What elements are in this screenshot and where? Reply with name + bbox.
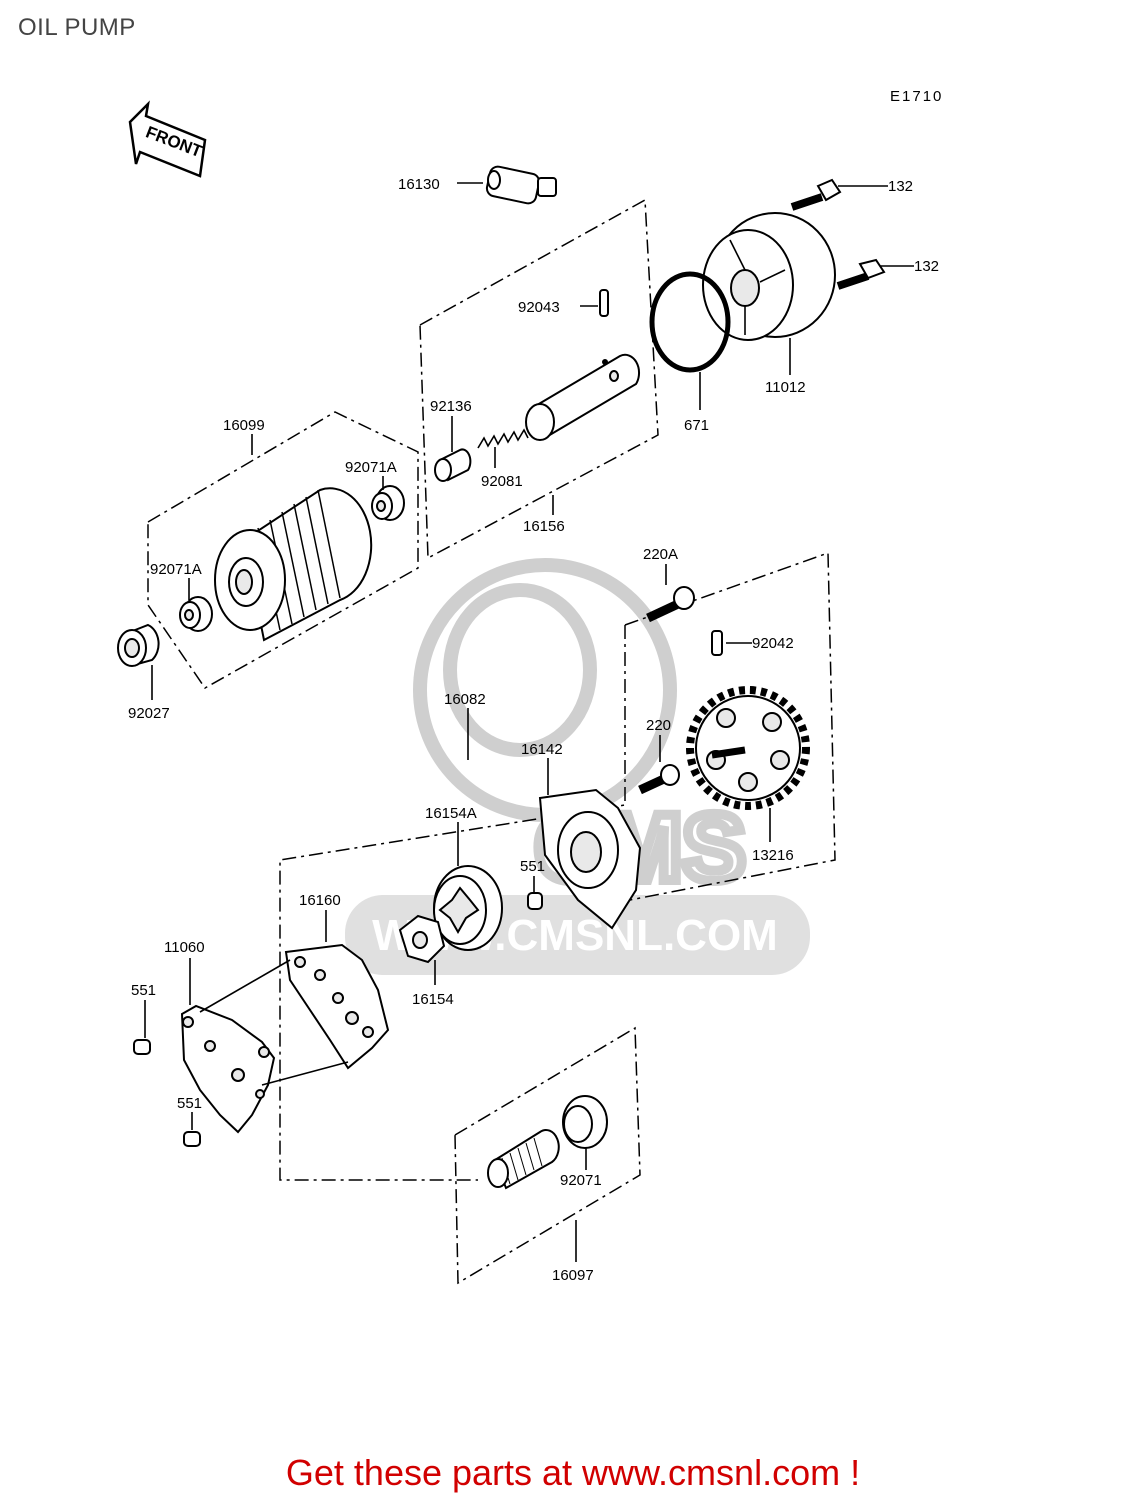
part-11012-pump-cover <box>702 212 836 341</box>
part-16154-inner-rotor <box>398 914 446 964</box>
part-92071A-grommet-top <box>371 485 405 521</box>
part-16160-plate <box>284 943 390 1070</box>
label-671: 671 <box>684 417 709 434</box>
part-92071-seal <box>562 1095 608 1149</box>
group-box-16156 <box>419 198 659 560</box>
part-220-bolt <box>638 764 680 795</box>
label-92071: 92071 <box>560 1172 602 1189</box>
label-92043: 92043 <box>518 299 560 316</box>
label-16097: 16097 <box>552 1267 594 1284</box>
part-671-o-ring <box>649 271 731 373</box>
part-16154A-outer-rotor <box>433 865 503 951</box>
part-92042-pin <box>711 630 723 656</box>
group-box-16082 <box>279 625 626 1181</box>
group-box-16097 <box>454 1026 641 1285</box>
part-16099-oil-filter <box>214 487 373 642</box>
label-16130: 16130 <box>398 176 440 193</box>
part-16130-fitting <box>485 165 557 205</box>
part-13216-gear <box>686 686 810 810</box>
part-551-dowel-left-bottom <box>183 1131 201 1147</box>
label-551-center: 551 <box>520 858 545 875</box>
label-16156: 16156 <box>523 518 565 535</box>
label-11060: 11060 <box>164 939 205 956</box>
part-92136-plug <box>434 448 472 482</box>
part-220A-bolt <box>646 586 695 623</box>
label-92081: 92081 <box>481 473 523 490</box>
part-92043-pin <box>599 289 609 317</box>
label-220A: 220A <box>643 546 678 563</box>
part-16156-relief-valve <box>525 353 641 441</box>
label-11012: 11012 <box>765 379 806 396</box>
label-92027: 92027 <box>128 705 170 722</box>
part-551-dowel-center <box>527 892 543 910</box>
label-92071A-left: 92071A <box>150 561 202 578</box>
label-16082: 16082 <box>444 691 486 708</box>
label-92042: 92042 <box>752 635 794 652</box>
page-title: OIL PUMP <box>18 14 136 41</box>
label-13216: 13216 <box>752 847 794 864</box>
label-92071A-top: 92071A <box>345 459 397 476</box>
part-551-dowel-left-top <box>133 1039 151 1055</box>
part-16142-pump-body <box>538 788 642 930</box>
part-92081-spring <box>477 428 529 449</box>
label-92136: 92136 <box>430 398 472 415</box>
diagram-code: E1710 <box>890 88 943 105</box>
label-16160: 16160 <box>299 892 341 909</box>
label-551-left-top: 551 <box>131 982 156 999</box>
label-132-upper: 132 <box>888 178 913 195</box>
part-132-bolt-upper <box>790 178 842 211</box>
label-551-left-bottom: 551 <box>177 1095 202 1112</box>
group-box-16099 <box>147 411 419 689</box>
label-16154A: 16154A <box>425 805 477 822</box>
part-16097-oil-strainer <box>487 1129 560 1190</box>
label-220: 220 <box>646 717 671 734</box>
group-box-16082-right <box>624 551 836 901</box>
footer-cta-link[interactable]: Get these parts at www.cmsnl.com ! <box>285 1452 861 1493</box>
label-16154: 16154 <box>412 991 454 1008</box>
part-92027-collar <box>117 623 160 667</box>
part-132-bolt-lower <box>836 258 886 290</box>
front-arrow-icon: FRONT <box>128 100 207 178</box>
label-16142: 16142 <box>521 741 563 758</box>
part-92071A-grommet-left <box>179 596 213 632</box>
part-11060-cover-plate <box>180 1004 276 1134</box>
label-16099: 16099 <box>223 417 265 434</box>
label-132-lower: 132 <box>914 258 939 275</box>
